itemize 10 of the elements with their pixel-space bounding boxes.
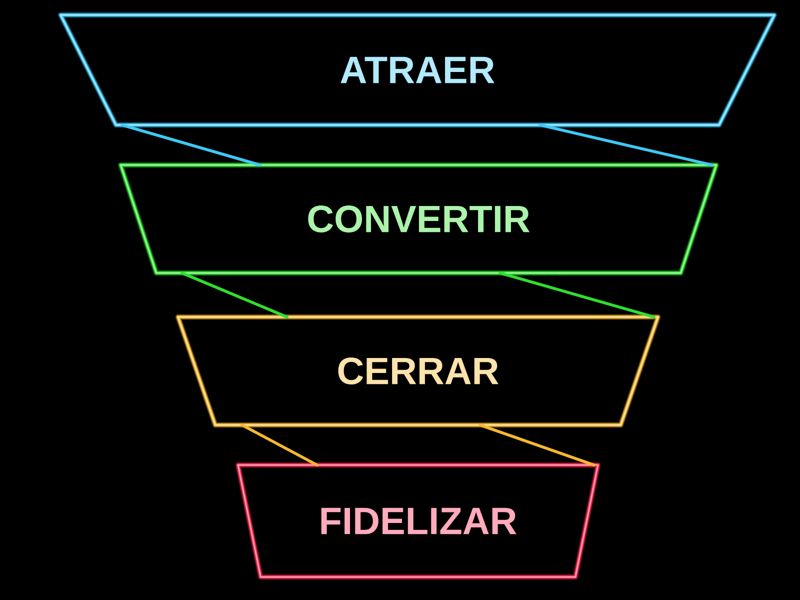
connector-line [120, 124, 262, 166]
funnel-stage: CERRAR [175, 314, 661, 428]
connector-line [498, 272, 656, 318]
funnel-stage: ATRAER [58, 12, 778, 128]
funnel-stage: FIDELIZAR [235, 462, 601, 580]
connector-line [538, 124, 714, 166]
connector-line [478, 424, 596, 466]
funnel-stage: CONVERTIR [118, 162, 720, 276]
connector-line [240, 424, 318, 466]
connector-line [180, 272, 288, 318]
